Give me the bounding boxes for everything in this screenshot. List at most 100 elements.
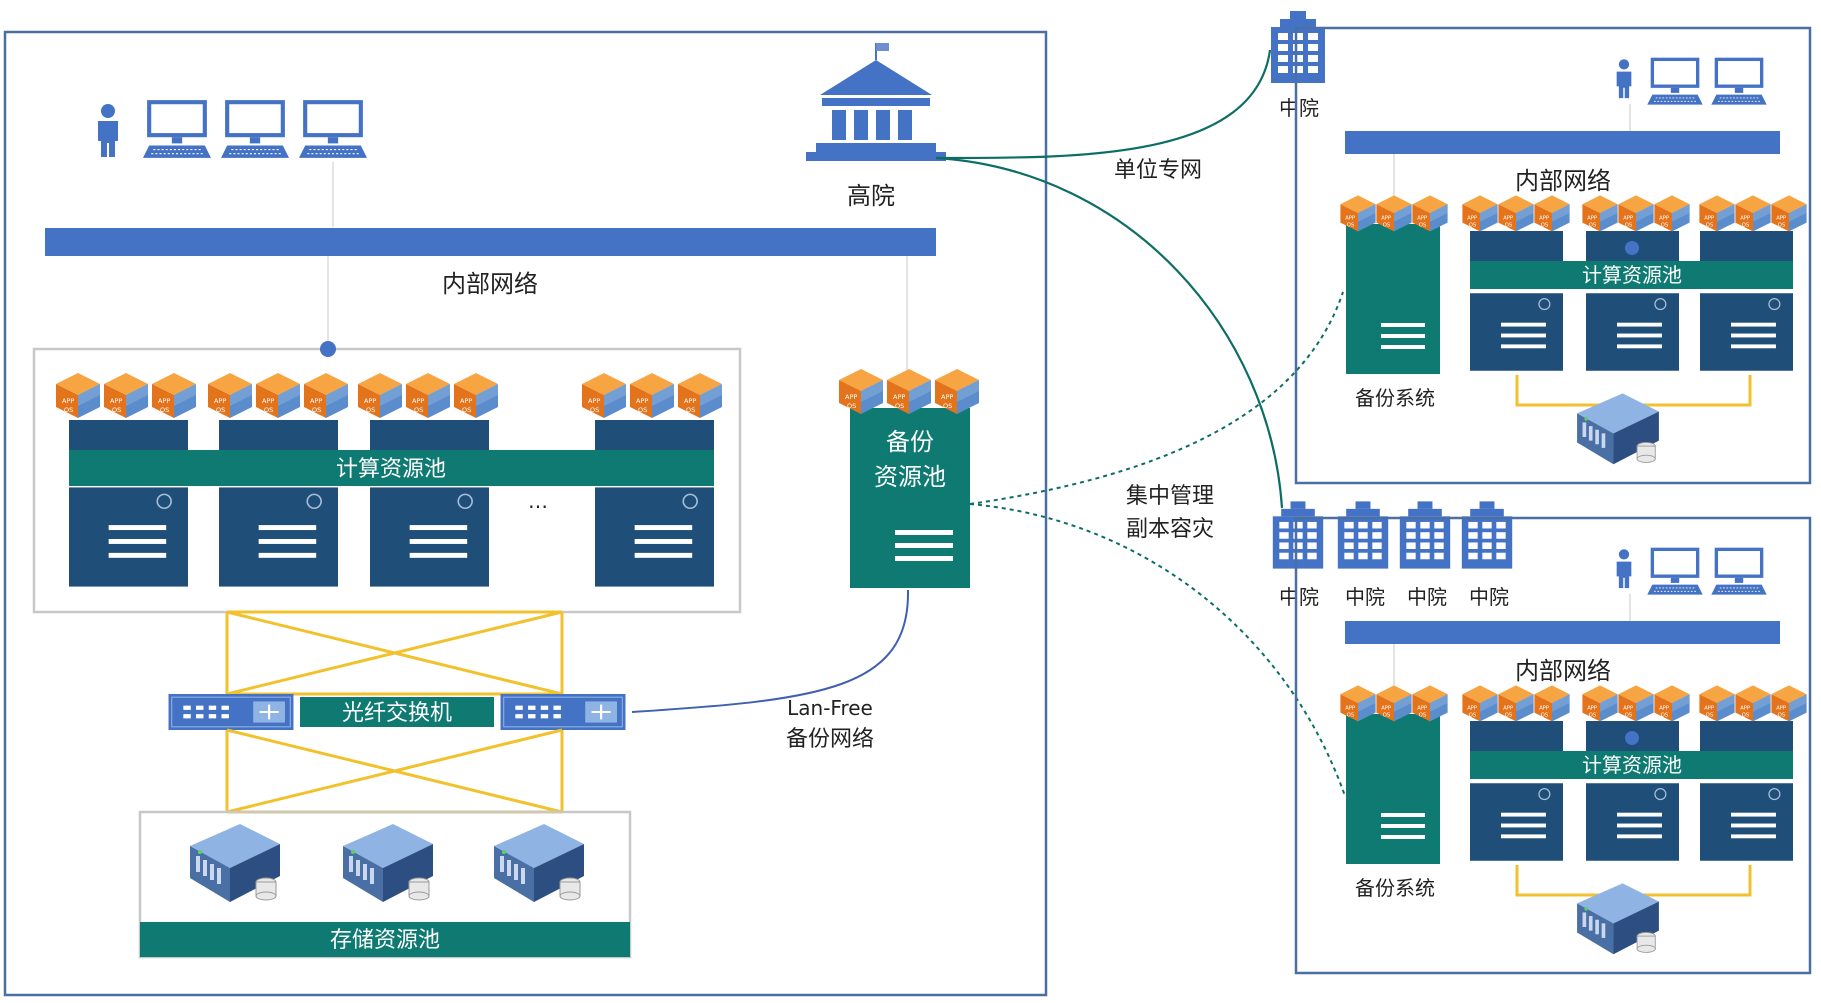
internal-network-bar [1345,131,1780,154]
backup-system-label: 备份系统 [1355,386,1435,410]
computer-icon [1710,547,1768,596]
vm-icon [839,369,883,414]
compute-server [69,420,188,588]
vm-icon [630,373,674,418]
vm-icon [358,373,402,418]
compute-server [1700,721,1793,862]
vm-icon [208,373,252,418]
internal-network-label: 内部网络 [442,270,538,298]
fc-cabling-lower [225,728,564,814]
vm-icon [1534,685,1570,722]
network-node [1625,241,1639,255]
computer-icon [1646,547,1704,596]
compute-pool-label: 计算资源池 [1582,263,1682,287]
compute-server [1700,231,1793,372]
building-icon [1399,501,1451,569]
backup-pool-label-line1: 备份 [886,428,934,456]
vm-icon [1462,195,1498,232]
compute-pool-band [1470,751,1793,779]
dedicated-link-top [935,49,1272,160]
user-icon [1616,549,1632,589]
vm-icon [152,373,196,418]
compute-server [595,420,714,588]
computer-icon [1710,57,1768,106]
court-label: 中院 [1279,585,1319,609]
vm-icon [678,373,722,418]
court-label: 中院 [1345,585,1385,609]
vm-icon [1498,195,1534,232]
remote-site-frame [1294,26,1812,485]
user-icon [98,104,118,157]
compute-server [1470,721,1563,862]
storage-icon [189,823,281,903]
compute-server [1470,231,1563,372]
internal-network-bar [1345,621,1780,644]
computer-icon [143,99,211,159]
backup-resource-pool [839,369,979,588]
high-court-label: 高院 [847,182,895,210]
lan-free-label-line1: Lan-Free [787,696,873,720]
vm-icon [1498,685,1534,722]
storage-pool-label: 存储资源池 [330,928,440,953]
compute-pool-label: 计算资源池 [1582,753,1682,777]
dedicated-network-label: 单位专网 [1114,158,1202,183]
remote-site-2: 中院 中院 中院 中院 内部网络 备份系统 [1272,501,1812,975]
central-mgmt-label-line2: 副本容灾 [1126,517,1214,542]
dedicated-link-bottom [935,156,1284,509]
storage-icon [493,823,585,903]
fc-switch-label: 光纤交换机 [342,701,452,726]
vm-icon [256,373,300,418]
links: Lan-Free 备份网络 单位专网 集中管理 副本容灾 [631,49,1346,797]
ellipsis: … [528,489,548,513]
network-node [320,341,336,357]
storage-icon [342,823,434,903]
vm-icon [1771,195,1807,232]
vm-icon [454,373,498,418]
vm-icon [1699,195,1735,232]
dr-link-bottom [969,503,1346,797]
lan-free-label-line2: 备份网络 [786,727,874,752]
compute-pool-label: 计算资源池 [336,457,446,482]
vm-icon [1582,195,1618,232]
vm-icon [935,369,979,414]
fc-switch-icon [499,694,627,730]
lan-free-link [631,589,910,713]
building-icon [1461,501,1513,569]
internal-network-bar [45,228,936,256]
vm-icon [1654,685,1690,722]
vm-icon [1771,685,1807,722]
vm-icon [1735,195,1771,232]
storage-pool-band [140,922,630,957]
fc-switch-icon [167,694,295,730]
dr-link-top [969,291,1344,505]
backup-system-label: 备份系统 [1355,876,1435,900]
vm-icon [304,373,348,418]
vm-icon [887,369,931,414]
compute-pool-band [1470,261,1793,289]
internal-network-label: 内部网络 [1515,657,1611,685]
fc-switch-band [300,697,494,727]
computer-icon [221,99,289,159]
vm-icon [104,373,148,418]
court-label: 中院 [1407,585,1447,609]
backup-system [1346,714,1440,864]
vm-group [56,373,722,418]
court-label: 中院 [1469,585,1509,609]
vm-icon [1618,195,1654,232]
building-icon [1272,501,1324,569]
court-label: 中院 [1279,96,1319,120]
backup-system [1346,224,1440,374]
backup-pool-label-line2: 资源池 [874,463,946,491]
compute-server [370,420,489,588]
vm-icon [1582,685,1618,722]
high-court-icon [806,43,946,161]
vm-icon [1654,195,1690,232]
vm-icon [1462,685,1498,722]
compute-server [219,420,338,588]
central-mgmt-label-line1: 集中管理 [1126,484,1214,509]
building-icon [1337,501,1389,569]
main-site-frame [3,30,1048,997]
vm-icon [1735,685,1771,722]
vm-icon [1618,685,1654,722]
